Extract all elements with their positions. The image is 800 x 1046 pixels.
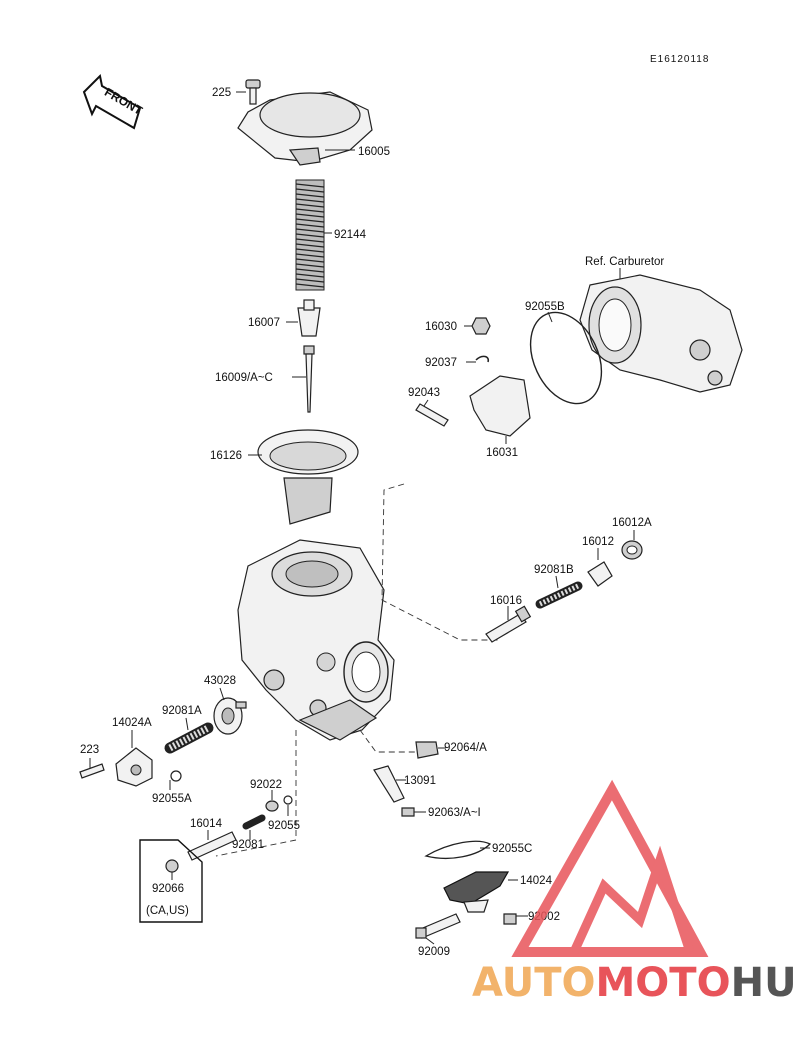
label-92081: 92081 — [232, 839, 264, 851]
part-92055B-o-ring — [529, 311, 603, 405]
part-92144-spring — [295, 179, 325, 291]
label-16009: 16009/A~C — [215, 372, 273, 384]
label-16016: 16016 — [490, 595, 522, 607]
part-14024A-cover — [115, 747, 153, 787]
label-16014: 16014 — [190, 818, 223, 830]
part-92081-spring — [242, 814, 266, 830]
label-13091: 13091 — [404, 775, 436, 787]
label-16030: 16030 — [425, 321, 457, 333]
label-92055: 92055 — [268, 820, 300, 832]
part-92063-screw — [401, 807, 415, 817]
region-box-92066 — [139, 839, 203, 923]
part-16030 — [471, 317, 491, 335]
part-16009-needle — [303, 345, 315, 413]
ref-carburetor-label: Ref. Carburetor — [585, 256, 664, 268]
watermark-moto: MOTO — [596, 960, 731, 1006]
label-92064: 92064/A — [444, 742, 487, 754]
label-225: 225 — [212, 87, 231, 99]
part-225-screw — [245, 79, 261, 105]
label-16012: 16012 — [582, 536, 614, 548]
part-16007-holder — [297, 299, 321, 337]
label-43028: 43028 — [204, 675, 236, 687]
label-16126: 16126 — [210, 450, 242, 462]
part-16126-diaphragm — [257, 429, 359, 525]
part-92055C-gasket — [424, 840, 492, 859]
part-92055A-o-ring — [170, 770, 182, 782]
part-16012A-cap — [621, 540, 643, 560]
label-92055B: 92055B — [525, 301, 565, 313]
label-92144: 92144 — [334, 229, 367, 241]
label-92037: 92037 — [425, 357, 457, 369]
part-92064 — [415, 741, 439, 759]
part-carburetor-body — [237, 539, 395, 741]
label-14024A: 14024A — [112, 717, 152, 729]
label-92066: 92066 — [152, 883, 184, 895]
part-16016-plunger — [485, 605, 532, 643]
label-92022: 92022 — [250, 779, 282, 791]
diagram-code: E16120118 — [650, 54, 709, 65]
part-92037-clip — [475, 355, 490, 363]
watermark-text: AUTOMOTOHUB — [472, 960, 800, 1006]
front-arrow-icon: FRONT — [82, 73, 145, 130]
part-92081B-spring — [535, 581, 583, 609]
part-223-screw — [79, 763, 105, 779]
part-92081A-spring — [164, 722, 214, 754]
label-16012A: 16012A — [612, 517, 652, 529]
label-92055C: 92055C — [492, 843, 532, 855]
part-16031-float — [469, 375, 531, 437]
label-16031: 16031 — [486, 447, 518, 459]
label-16007: 16007 — [248, 317, 280, 329]
part-14024-float-bowl — [443, 871, 510, 913]
part-92002-screw — [503, 913, 517, 925]
label-16005: 16005 — [358, 146, 390, 158]
label-92081A: 92081A — [162, 705, 202, 717]
label-92063: 92063/A~I — [428, 807, 481, 819]
part-16014-pilot-screw — [187, 831, 237, 861]
part-92009-drain-screw — [415, 913, 461, 939]
ref-carburetor-body — [579, 274, 743, 393]
region-note: (CA,US) — [146, 905, 189, 917]
part-92022-washer — [265, 800, 279, 812]
label-14024: 14024 — [520, 875, 553, 887]
part-92043-pin — [415, 403, 449, 427]
part-43028-washer — [213, 697, 247, 735]
watermark-hub: HUB — [731, 960, 800, 1006]
label-92043: 92043 — [408, 387, 440, 399]
part-13091 — [373, 765, 405, 803]
watermark-auto: AUTO — [472, 960, 596, 1006]
label-92009: 92009 — [418, 946, 450, 958]
part-16012 — [587, 561, 613, 587]
label-92081B: 92081B — [534, 564, 574, 576]
label-92055A: 92055A — [152, 793, 192, 805]
part-16005-top-cover — [237, 91, 373, 166]
watermark-logo-icon — [511, 779, 709, 957]
part-92055-o-ring — [283, 795, 293, 805]
label-223: 223 — [80, 744, 99, 756]
